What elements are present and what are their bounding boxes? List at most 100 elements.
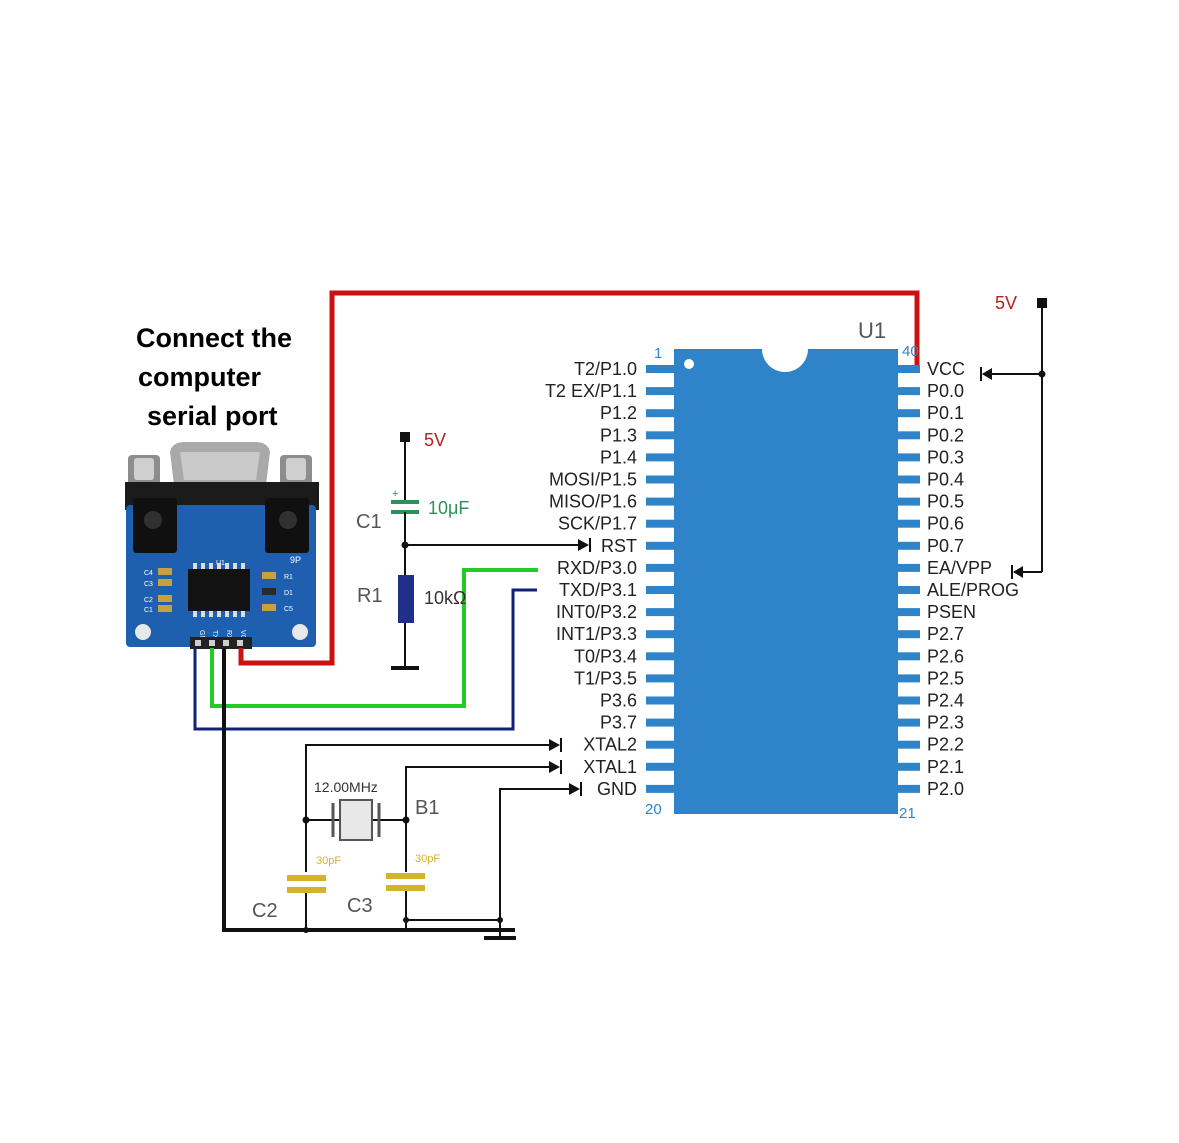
pin-stub-left-p3-6	[646, 696, 676, 705]
caption-line-1: Connect the	[136, 323, 292, 353]
pin-label-psen: PSEN	[927, 602, 976, 622]
pin-label-p0-5: P0.5	[927, 492, 964, 512]
pin-stub-right-ale-prog	[896, 586, 920, 594]
pin-label-t1-p3-5: T1/P3.5	[574, 668, 637, 688]
pin-stub-left-mosi-p1-5	[646, 475, 676, 484]
crystal-name: B1	[415, 797, 439, 819]
pin-stub-left-gnd	[646, 784, 676, 793]
serial-port-module: 9P U1 C4 C3 C2 C1 R1 D1 C5	[125, 442, 319, 649]
pin-number-1: 1	[654, 345, 662, 362]
pin-stub-right-p2-2	[896, 740, 920, 749]
pin-number-21: 21	[899, 805, 916, 822]
r1-body	[398, 575, 414, 623]
pin-stub-left-p1-3	[646, 431, 676, 440]
left-pin-labels: T2/P1.0T2 EX/P1.1P1.2P1.3P1.4MOSI/P1.5MI…	[545, 359, 637, 799]
c1-5v-terminal	[400, 432, 410, 442]
pin-stub-left-rst	[646, 541, 676, 550]
caption-line-3: serial port	[147, 401, 278, 431]
xtal1-arrow	[549, 761, 560, 773]
pin-label-p0-3: P0.3	[927, 447, 964, 467]
pin-label-int1-p3-3: INT1/P3.3	[556, 624, 637, 644]
pin-label-p2-1: P2.1	[927, 757, 964, 777]
rst-arrow	[578, 539, 589, 551]
txd-wire	[193, 588, 537, 731]
xtal2-arrow	[549, 739, 560, 751]
module-part-c4: C4	[144, 570, 153, 577]
c1-value: 10μF	[428, 498, 469, 518]
pin-stub-left-xtal2	[646, 740, 676, 749]
pin-stub-right-p0-5	[896, 497, 920, 506]
pin-label-p2-4: P2.4	[927, 691, 964, 711]
pin-label-p3-6: P3.6	[600, 691, 637, 711]
pin-label-t0-p3-4: T0/P3.4	[574, 646, 637, 666]
module-pin-header	[190, 637, 252, 649]
c1-name: C1	[356, 511, 382, 533]
right-power-supply: 5V	[980, 293, 1047, 579]
vcc-arrow	[982, 368, 992, 380]
pin-label-gnd: GND	[597, 779, 637, 799]
pin-stub-right-p2-7	[896, 630, 920, 639]
pin-label-ea-vpp: EA/VPP	[927, 558, 992, 578]
pin-stub-left-t2-p1-0	[646, 365, 676, 373]
module-left-parts: C4 C3 C2 C1	[144, 568, 172, 614]
mount-hole-right	[292, 624, 308, 640]
pin-label-p2-5: P2.5	[927, 668, 964, 688]
microcontroller-u1: U1 1 40 20 21 T2/P1.0T2 EX/P1.1P1.2P1.3P…	[545, 318, 1019, 822]
pin-label-p0-7: P0.7	[927, 536, 964, 556]
caption-line-2: computer	[138, 362, 262, 392]
pin-stub-left-txd-p3-1	[646, 586, 676, 594]
pin-stub-left-sck-p1-7	[646, 519, 676, 528]
pin-label-xtal2: XTAL2	[583, 735, 637, 755]
vcc-wire	[238, 290, 920, 666]
pin-stub-right-p0-0	[896, 387, 920, 396]
pin-stub-right-p0-4	[896, 475, 920, 484]
pin-stub-right-p0-3	[896, 453, 920, 462]
pin-stub-right-p0-7	[896, 541, 920, 550]
pin-stub-left-t0-p3-4	[646, 652, 676, 661]
module-connector-label: 9P	[290, 555, 301, 565]
r1-value: 10kΩ	[424, 588, 466, 608]
gnd-wire	[222, 648, 515, 932]
pin-stub-right-p2-4	[896, 696, 920, 705]
pin-label-t2-ex-p1-1: T2 EX/P1.1	[545, 381, 637, 401]
pin-label-p0-2: P0.2	[927, 425, 964, 445]
right-5v-label: 5V	[995, 293, 1017, 313]
right-pin-labels: VCCP0.0P0.1P0.2P0.3P0.4P0.5P0.6P0.7EA/VP…	[927, 359, 1019, 799]
c3-value: 30pF	[415, 853, 440, 865]
pin-stub-right-vcc	[896, 365, 920, 373]
module-part-c1: C1	[144, 607, 153, 614]
pin-label-txd-p3-1: TXD/P3.1	[559, 580, 637, 600]
module-right-parts: R1 D1 C5	[262, 572, 293, 613]
pin-stub-left-p1-4	[646, 453, 676, 462]
gnd-arrow	[569, 783, 580, 795]
pin-label-miso-p1-6: MISO/P1.6	[549, 492, 637, 512]
pin-stub-left-miso-p1-6	[646, 497, 676, 506]
pin-stub-left-p1-2	[646, 409, 676, 418]
pin-stub-right-psen	[896, 608, 920, 617]
pin-stub-right-p0-2	[896, 431, 920, 440]
pin-label-p2-2: P2.2	[927, 735, 964, 755]
pin-stub-right-p2-1	[896, 762, 920, 771]
pin-stub-right-p2-6	[896, 652, 920, 661]
module-part-r1: R1	[284, 574, 293, 581]
pin-stub-left-xtal1	[646, 762, 676, 771]
pin-label-xtal1: XTAL1	[583, 757, 637, 777]
pin-stub-left-int1-p3-3	[646, 630, 676, 639]
pin-label-ale-prog: ALE/PROG	[927, 580, 1019, 600]
c3-name: C3	[347, 895, 373, 917]
r1-name: R1	[357, 585, 383, 607]
pin-label-p1-4: P1.4	[600, 447, 637, 467]
pin-label-int0-p3-2: INT0/P3.2	[556, 602, 637, 622]
pin-label-p1-3: P1.3	[600, 425, 637, 445]
pin-stub-left-rxd-p3-0	[646, 563, 676, 572]
pin-label-rxd-p3-0: RXD/P3.0	[557, 558, 637, 578]
pin-label-sck-p1-7: SCK/P1.7	[558, 514, 637, 534]
right-5v-terminal	[1037, 298, 1047, 308]
pin1-marker	[684, 359, 694, 369]
pin-stub-left-int0-p3-2	[646, 608, 676, 617]
pin-label-p0-0: P0.0	[927, 381, 964, 401]
c2-value: 30pF	[316, 855, 341, 867]
chip-body	[674, 349, 898, 814]
pin-number-20: 20	[645, 801, 662, 818]
